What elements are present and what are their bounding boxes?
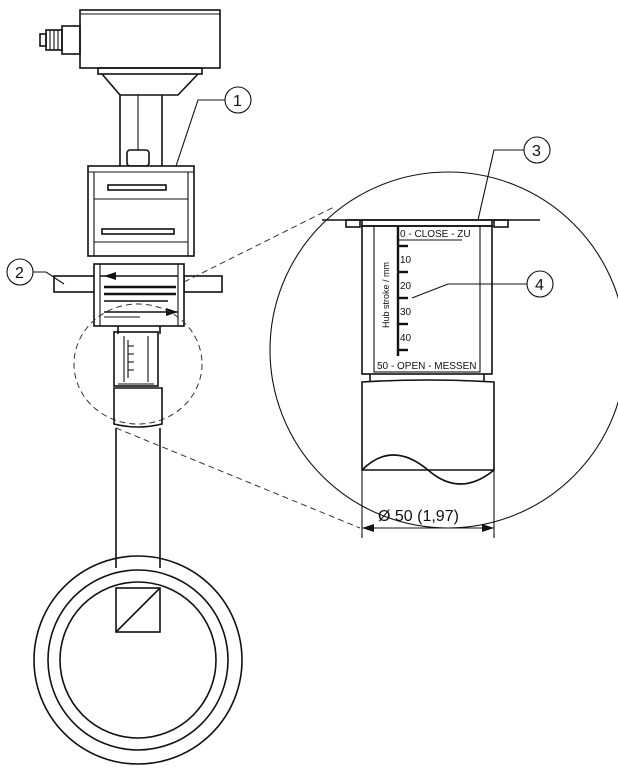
callout-2: 2 <box>6 258 65 286</box>
terminal-housing <box>79 9 221 96</box>
callout-1-label: 1 <box>233 93 242 110</box>
detail-circle-small <box>73 303 203 425</box>
stem <box>113 387 163 556</box>
scale-ticks <box>398 244 408 352</box>
indicator-housing <box>87 165 195 257</box>
cable-gland <box>39 25 81 55</box>
scale-bottom-label: 50 - OPEN - MESSEN <box>377 361 476 372</box>
callout-4: 4 <box>411 270 554 299</box>
neck-tube <box>119 95 163 167</box>
detail-connector-bottom <box>115 427 361 529</box>
diameter-label: Ø 50 (1,97) <box>378 508 459 525</box>
scale-tick-40: 40 <box>400 333 412 344</box>
detail-connector-top <box>183 205 337 283</box>
scale-axis-title: Hub stroke / mm <box>381 262 391 328</box>
scale-tick-20: 20 <box>400 281 412 292</box>
callout-2-label: 2 <box>15 265 24 282</box>
scale-tick-10: 10 <box>400 255 412 266</box>
callout-3-label: 3 <box>532 143 541 160</box>
scale-window <box>361 225 493 382</box>
stroke-scale-small <box>113 331 159 387</box>
device-assembly <box>33 9 243 765</box>
scale-top-label: 0 - CLOSE - ZU <box>400 229 471 240</box>
meter-body <box>33 555 243 765</box>
detail-stem <box>361 379 495 538</box>
lock-body <box>53 263 223 334</box>
callout-4-label: 4 <box>535 277 544 294</box>
detail-view: 0 - CLOSE - ZU 10 20 30 40 Hub stroke / … <box>269 171 618 538</box>
callout-3: 3 <box>477 136 551 221</box>
callout-1: 1 <box>175 86 252 167</box>
diameter-dimension: Ø 50 (1,97) <box>362 508 494 532</box>
scale-tick-30: 30 <box>400 307 412 318</box>
